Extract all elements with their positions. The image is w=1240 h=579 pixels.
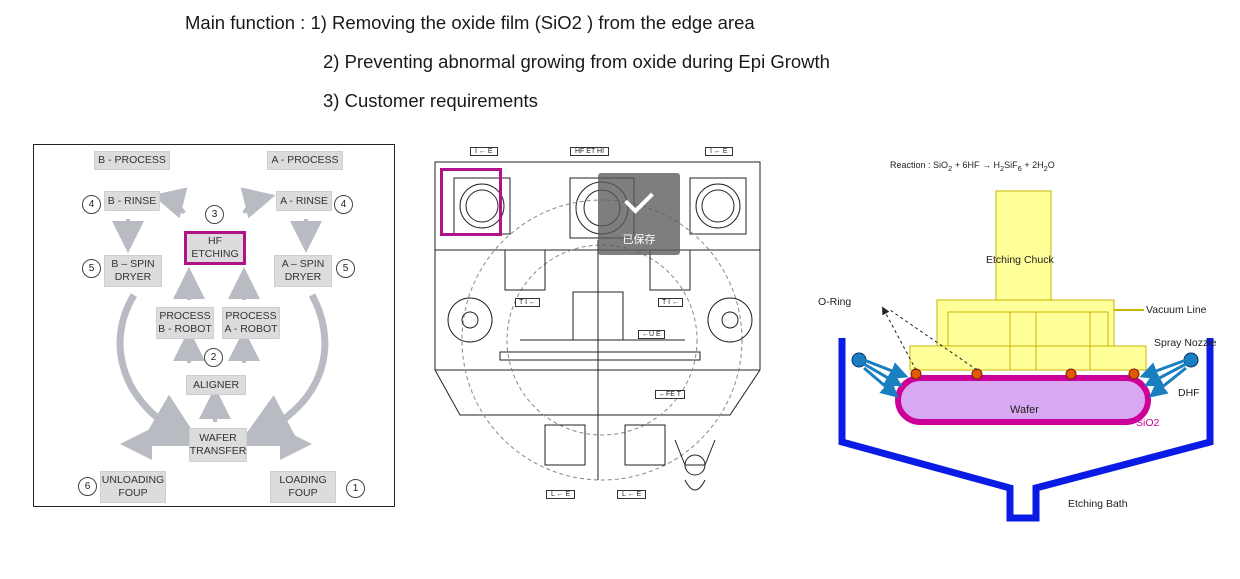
tag-mid: ←U E <box>638 330 665 339</box>
vacuum-line-label: Vacuum Line <box>1146 304 1207 316</box>
step-2-number: 2 <box>204 348 223 367</box>
tag-top-right: I ← E <box>705 147 733 156</box>
wafer-label: Wafer <box>1010 404 1039 416</box>
etching-chuck-diagram: Reaction : SiO2 + 6HF → H2SiF6 + 2H2O Et… <box>800 150 1240 530</box>
tag-top-left: I ← E <box>470 147 498 156</box>
b-process-label: B - PROCESS <box>94 151 170 170</box>
etching-chuck-label: Etching Chuck <box>986 254 1054 266</box>
main-function-line-2: 2) Preventing abnormal growing from oxid… <box>323 51 830 72</box>
process-b-robot-box: PROCESS B - ROBOT <box>156 307 214 339</box>
a-process-label: A - PROCESS <box>267 151 343 170</box>
saved-toast-text: 已保存 <box>622 234 656 246</box>
main-function-line-3: 3) Customer requirements <box>323 90 538 111</box>
etching-shapes <box>838 190 1214 522</box>
tag-l2: L ← E <box>617 490 647 499</box>
process-flow-diagram: B - PROCESS A - PROCESS 4 B - RINSE A - … <box>33 144 395 507</box>
tag-l1: L ← E <box>546 490 576 499</box>
checkmark-icon <box>624 184 654 214</box>
a-rinse-box: A - RINSE <box>276 191 332 211</box>
tag-fe: ←FE T <box>655 390 686 399</box>
loading-foup-box: LOADING FOUP <box>270 471 336 503</box>
a-spin-dryer-box: A – SPIN DRYER <box>274 255 332 287</box>
b-rinse-box: B - RINSE <box>104 191 160 211</box>
wafer-transfer-box: WAFER TRANSFER <box>189 428 247 462</box>
aligner-box: ALIGNER <box>186 375 246 395</box>
main-function-line-1: Main function : 1) Removing the oxide fi… <box>185 12 755 33</box>
unloading-foup-box: UNLOADING FOUP <box>100 471 166 503</box>
process-a-robot-box: PROCESS A - ROBOT <box>222 307 280 339</box>
etching-bath-label: Etching Bath <box>1068 498 1128 510</box>
step-4-b-number: 4 <box>82 195 101 214</box>
tag-t1: T I ← <box>515 298 540 307</box>
step-6-number: 6 <box>78 477 97 496</box>
step-1-number: 1 <box>346 479 365 498</box>
o-ring-label: O-Ring <box>818 296 852 308</box>
step-5-b-number: 5 <box>82 259 101 278</box>
step-5-a-number: 5 <box>336 259 355 278</box>
flow-arrows <box>112 187 329 460</box>
saved-toast[interactable]: 已保存 <box>598 173 680 255</box>
step-3-number: 3 <box>205 205 224 224</box>
equipment-layout-drawing: I ← E HF ET HI I ← E T I ← T I ← ←U E ←F… <box>430 140 775 510</box>
tag-t2: T I ← <box>658 298 683 307</box>
hf-etching-highlight <box>184 231 246 265</box>
tag-top-mid: HF ET HI <box>570 147 610 156</box>
sio2-label: SiO2 <box>1136 417 1160 429</box>
b-spin-dryer-box: B – SPIN DRYER <box>104 255 162 287</box>
step-4-a-number: 4 <box>334 195 353 214</box>
hf-unit-highlight <box>440 168 502 236</box>
dhf-label: DHF <box>1178 387 1200 399</box>
spray-nozzle-label: Spray Nozzle <box>1154 337 1217 349</box>
reaction-equation: Reaction : SiO2 + 6HF → H2SiF6 + 2H2O <box>890 160 1055 173</box>
